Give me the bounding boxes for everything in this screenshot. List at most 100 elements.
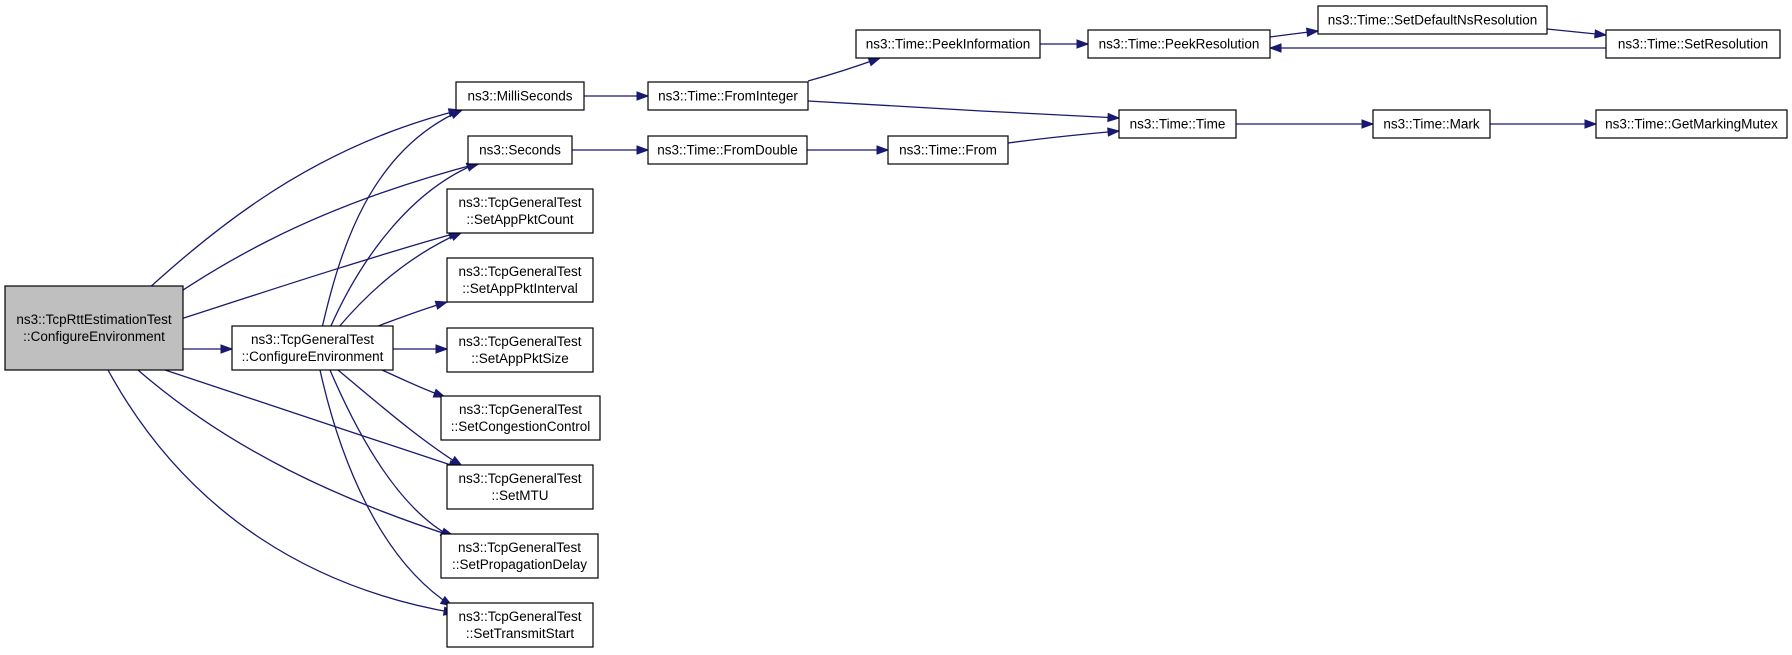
node-label: ns3::Time::Mark: [1383, 116, 1480, 131]
node-root[interactable]: ns3::TcpRttEstimationTest::ConfigureEnvi…: [4, 285, 184, 371]
node-pinfo[interactable]: ns3::Time::PeekInformation: [855, 29, 1041, 59]
node-label: ns3::Time::SetResolution: [1618, 36, 1768, 51]
node-label: ns3::TcpGeneralTest: [251, 332, 374, 347]
node-sdnr[interactable]: ns3::Time::SetDefaultNsResolution: [1317, 5, 1548, 35]
node-sts[interactable]: ns3::TcpGeneralTest::SetTransmitStart: [446, 602, 594, 648]
node-label: ns3::Time::From: [899, 142, 997, 157]
node-label: ns3::Time::FromDouble: [657, 142, 798, 157]
node-fdbl[interactable]: ns3::Time::FromDouble: [647, 135, 808, 165]
node-label: ns3::Time::Time: [1130, 116, 1226, 131]
edge-milli-to-fint: [583, 91, 650, 101]
node-aps[interactable]: ns3::TcpGeneralTest::SetAppPktSize: [446, 327, 594, 373]
node-mtu[interactable]: ns3::TcpGeneralTest::SetMTU: [446, 464, 594, 510]
arrowhead: [1594, 29, 1608, 39]
node-label: ::SetMTU: [491, 488, 548, 503]
node-box: [446, 188, 594, 234]
edge-line: [137, 369, 456, 538]
node-label: ns3::TcpGeneralTest: [458, 264, 581, 279]
edge-root-to-gtce: [183, 344, 234, 354]
edge-line: [321, 109, 463, 329]
node-milli[interactable]: ns3::MilliSeconds: [455, 81, 585, 111]
arrowhead: [449, 109, 464, 119]
node-gtce[interactable]: ns3::TcpGeneralTest::ConfigureEnvironmen…: [231, 325, 394, 371]
edge-line: [1007, 130, 1120, 144]
node-box: [455, 81, 585, 111]
edge-line: [337, 231, 463, 329]
node-label: ns3::TcpGeneralTest: [458, 471, 581, 486]
node-box: [1595, 109, 1788, 139]
node-scc[interactable]: ns3::TcpGeneralTest::SetCongestionContro…: [440, 395, 601, 441]
edge-gtce-to-sts: [319, 369, 454, 607]
node-label: ns3::Time::PeekInformation: [866, 36, 1031, 51]
arrowhead: [876, 145, 890, 155]
node-from[interactable]: ns3::Time::From: [887, 135, 1009, 165]
edge-pres-to-sdnr: [1269, 27, 1320, 38]
node-label: ::SetTransmitStart: [466, 626, 575, 641]
node-label: ns3::Seconds: [479, 142, 561, 157]
node-label: ns3::Time::PeekResolution: [1099, 36, 1260, 51]
arrowhead: [432, 388, 447, 398]
arrowhead: [1107, 127, 1121, 137]
edge-fint-to-pinfo: [807, 57, 882, 82]
edge-time-to-mark: [1236, 119, 1375, 129]
node-box: [1372, 109, 1491, 139]
node-secs[interactable]: ns3::Seconds: [467, 135, 573, 165]
node-label: ns3::Time::FromInteger: [658, 88, 798, 103]
node-box: [446, 464, 594, 510]
edge-fint-to-time: [807, 100, 1121, 123]
node-time[interactable]: ns3::Time::Time: [1118, 109, 1237, 139]
node-pres[interactable]: ns3::Time::PeekResolution: [1087, 29, 1271, 59]
node-box: [440, 533, 599, 579]
node-label: ns3::TcpGeneralTest: [458, 609, 581, 624]
arrowhead: [1268, 43, 1282, 53]
node-box: [446, 602, 594, 648]
node-box: [446, 257, 594, 303]
edge-line: [329, 162, 479, 329]
arrowhead: [1076, 39, 1090, 49]
arrowhead: [1361, 119, 1375, 129]
node-apc[interactable]: ns3::TcpGeneralTest::SetAppPktCount: [446, 188, 594, 234]
edge-sdnr-to-sres: [1546, 28, 1608, 39]
arrowhead: [434, 300, 449, 310]
edge-gtce-to-apc: [337, 231, 464, 329]
node-api[interactable]: ns3::TcpGeneralTest::SetAppPktInterval: [446, 257, 594, 303]
arrowhead: [1107, 112, 1121, 123]
node-box: [1118, 109, 1237, 139]
node-mark[interactable]: ns3::Time::Mark: [1372, 109, 1491, 139]
node-spd[interactable]: ns3::TcpGeneralTest::SetPropagationDelay: [440, 533, 599, 579]
node-label: ::SetCongestionControl: [451, 419, 591, 434]
edge-root-to-sts: [107, 369, 457, 616]
edge-mark-to-gmm: [1490, 119, 1598, 129]
arrowhead: [435, 344, 449, 354]
node-label: ns3::TcpRttEstimationTest: [16, 312, 172, 327]
edge-line: [329, 369, 453, 538]
node-label: ns3::TcpGeneralTest: [459, 402, 582, 417]
node-label: ns3::TcpGeneralTest: [458, 195, 581, 210]
edge-gtce-to-secs: [329, 162, 480, 329]
node-box: [647, 135, 808, 165]
edge-root-to-apc: [164, 230, 462, 325]
edge-pinfo-to-pres: [1040, 39, 1090, 49]
edge-line: [164, 369, 461, 469]
edge-line: [337, 369, 463, 467]
node-box: [647, 81, 809, 111]
arrowhead: [636, 145, 650, 155]
node-box: [4, 285, 184, 371]
edge-line: [319, 369, 453, 607]
edge-gtce-to-milli: [321, 109, 464, 329]
node-box: [231, 325, 394, 371]
node-label: ns3::TcpGeneralTest: [458, 334, 581, 349]
node-label: ::SetAppPktSize: [471, 351, 569, 366]
node-gmm[interactable]: ns3::Time::GetMarkingMutex: [1595, 109, 1788, 139]
node-box: [440, 395, 601, 441]
node-fint[interactable]: ns3::Time::FromInteger: [647, 81, 809, 111]
node-box: [1605, 29, 1781, 59]
node-box: [1317, 5, 1548, 35]
edge-line: [807, 100, 1120, 119]
node-box: [1087, 29, 1271, 59]
node-label: ::SetAppPktInterval: [462, 281, 578, 296]
node-box: [855, 29, 1041, 59]
node-sres[interactable]: ns3::Time::SetResolution: [1605, 29, 1781, 59]
node-box: [887, 135, 1009, 165]
